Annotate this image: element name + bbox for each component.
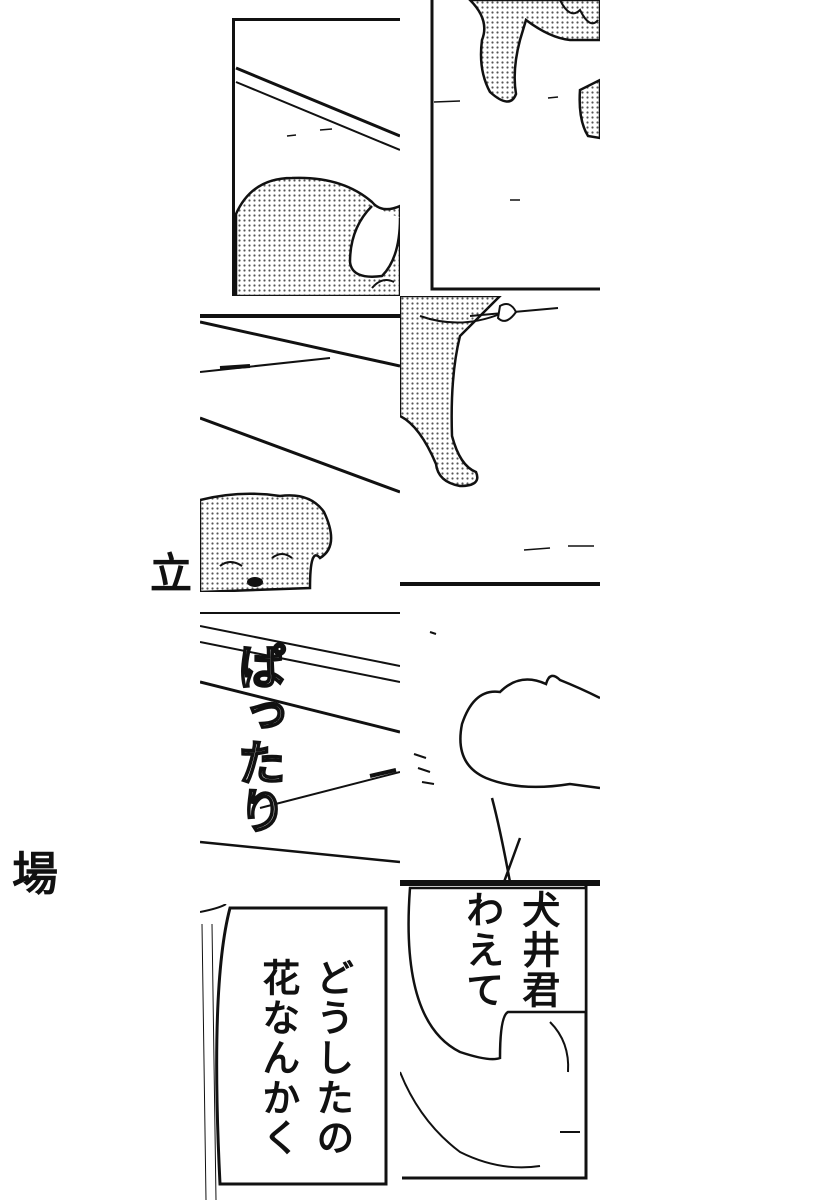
dog-face-illustration [200,314,400,592]
panel-tile-1 [232,18,400,296]
dialogue-right-line1: 犬井君 [515,890,560,1010]
panel-tile-3 [200,296,400,592]
panel-tile-4 [400,296,600,588]
side-text-mid: 立 [150,549,193,598]
panel-tile-7: どうしたの 花なんかく [200,904,400,1200]
speech-bubble-right [400,882,600,1180]
dog-with-flower-illustration [400,296,600,586]
girl-profile-illustration [400,631,600,882]
dialogue-left-line1: どうしたの [309,958,354,1158]
panel-tile-6 [400,588,600,882]
speech-bubble-left [200,904,388,1200]
panel-tile-2 [430,0,600,292]
side-text-left: 場 [12,847,58,901]
sfx-pattari: ぱったり [228,641,286,835]
dog-on-street-illustration [232,18,400,296]
panel-tile-8: 犬井君 わえて [400,882,600,1182]
wall-lines-illustration [200,612,400,864]
panel-tile-5: ぱったり [200,612,400,892]
dialogue-left-line2: 花なんかく [255,958,300,1158]
dialogue-right-line2: わえて [459,890,504,1010]
dog-legs-illustration [430,0,600,291]
